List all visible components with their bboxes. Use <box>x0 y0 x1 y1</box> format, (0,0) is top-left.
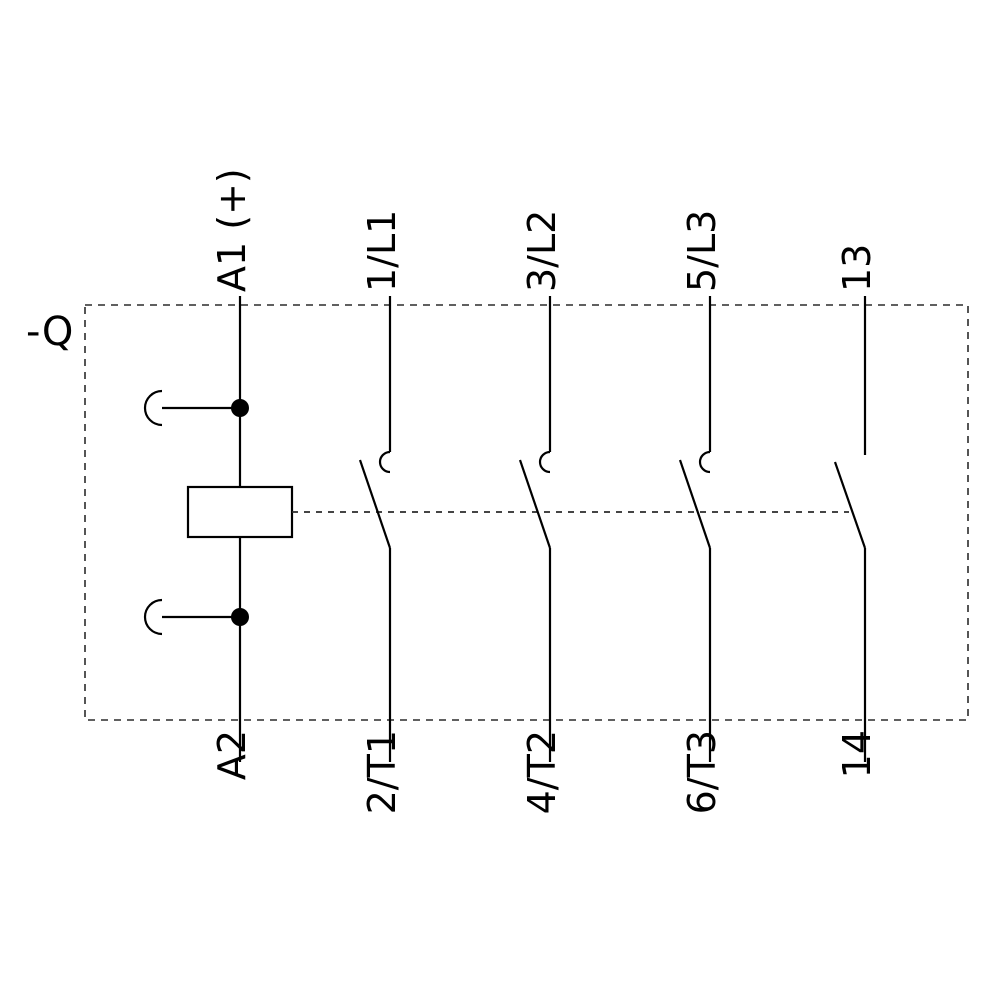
contact-blade <box>833 461 867 549</box>
terminal-label-a1: A1 (+) <box>210 168 254 292</box>
contact-blade <box>678 459 712 549</box>
junction-dot-top <box>231 399 249 417</box>
terminal-label-3l2: 3/L2 <box>520 210 564 292</box>
coil-branch: A1 (+) A2 <box>143 168 294 780</box>
terminal-label-14: 14 <box>835 730 879 778</box>
terminal-label-a2: A2 <box>210 730 254 780</box>
coil-symbol <box>186 485 294 539</box>
contact-blade <box>358 459 392 549</box>
junction-dot-bottom <box>231 608 249 626</box>
fixed-contact-arc-icon <box>538 450 551 474</box>
contact-blade <box>518 459 552 549</box>
fixed-contact-arc-icon <box>698 450 711 474</box>
main-pole-2: 3/L2 4/T2 <box>518 210 564 814</box>
aux-contact: 13 14 <box>833 244 879 778</box>
fixed-contact-arc-icon <box>378 450 391 474</box>
connector-arc-bottom-icon <box>143 598 163 636</box>
main-pole-3: 5/L3 6/T3 <box>678 210 724 814</box>
terminal-label-2t1: 2/T1 <box>360 730 404 814</box>
connector-arc-top-icon <box>143 389 163 427</box>
main-pole-1: 1/L1 2/T1 <box>358 210 404 814</box>
terminal-label-13: 13 <box>835 244 879 292</box>
terminal-label-5l3: 5/L3 <box>680 210 724 292</box>
terminal-label-1l1: 1/L1 <box>360 210 404 292</box>
device-label: -Q <box>26 309 73 355</box>
terminal-label-6t3: 6/T3 <box>680 730 724 814</box>
terminal-label-4t2: 4/T2 <box>520 730 564 814</box>
